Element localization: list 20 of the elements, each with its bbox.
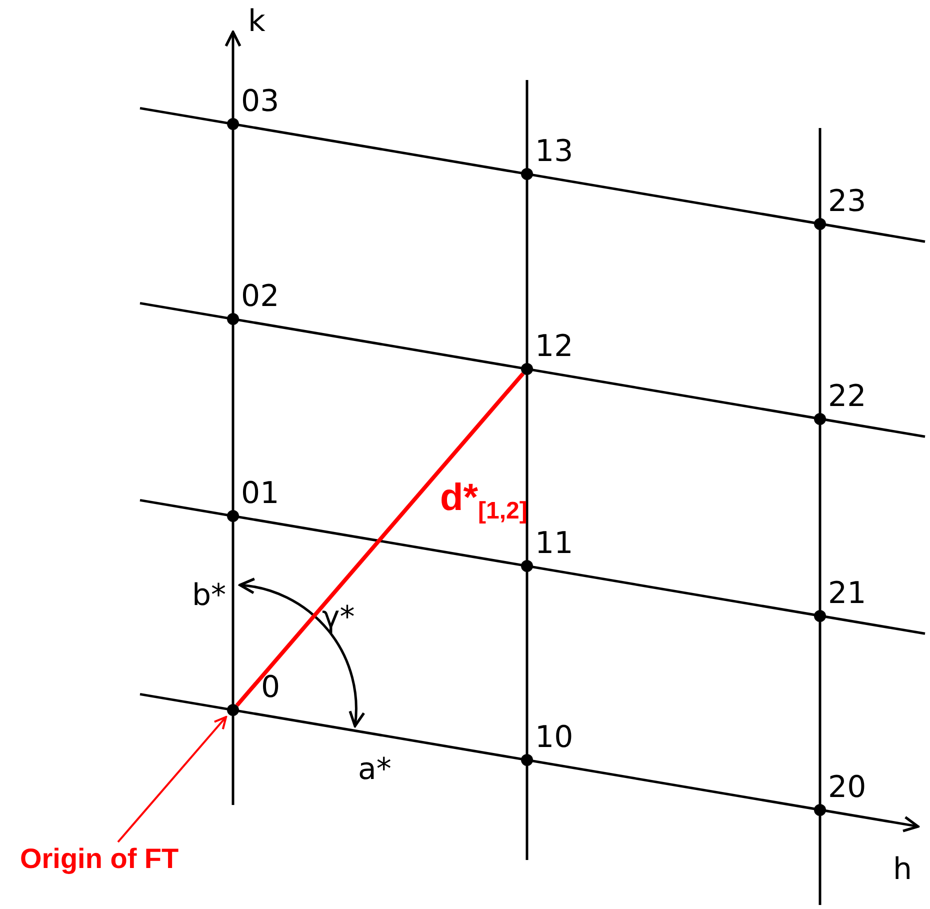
lattice-point: 23 <box>814 184 874 230</box>
angle-label: γ* <box>322 600 355 636</box>
lattice-point: 13 <box>521 134 581 180</box>
lattice-point: 22 <box>814 378 874 425</box>
edge-label: d*$_{[1,2]}$ <box>440 476 528 527</box>
lattice-point: 20 <box>814 770 874 816</box>
axis-label: h <box>893 852 912 888</box>
lattice-point: 11 <box>521 526 581 572</box>
lattice-point: 01 <box>227 476 287 522</box>
vector-label: a* <box>358 752 392 788</box>
arrow <box>117 716 228 843</box>
axis-label: k <box>248 4 266 40</box>
callout-text: Origin of FT <box>20 842 179 876</box>
lattice-point: 0 <box>227 670 297 716</box>
lattice-point: 21 <box>814 576 874 622</box>
lattice-point: 12 <box>521 328 581 375</box>
lattice-point: 02 <box>227 279 287 325</box>
lattice-point: 03 <box>227 84 287 130</box>
lattice-point: 10 <box>521 720 581 766</box>
vector-label: b* <box>192 578 226 614</box>
